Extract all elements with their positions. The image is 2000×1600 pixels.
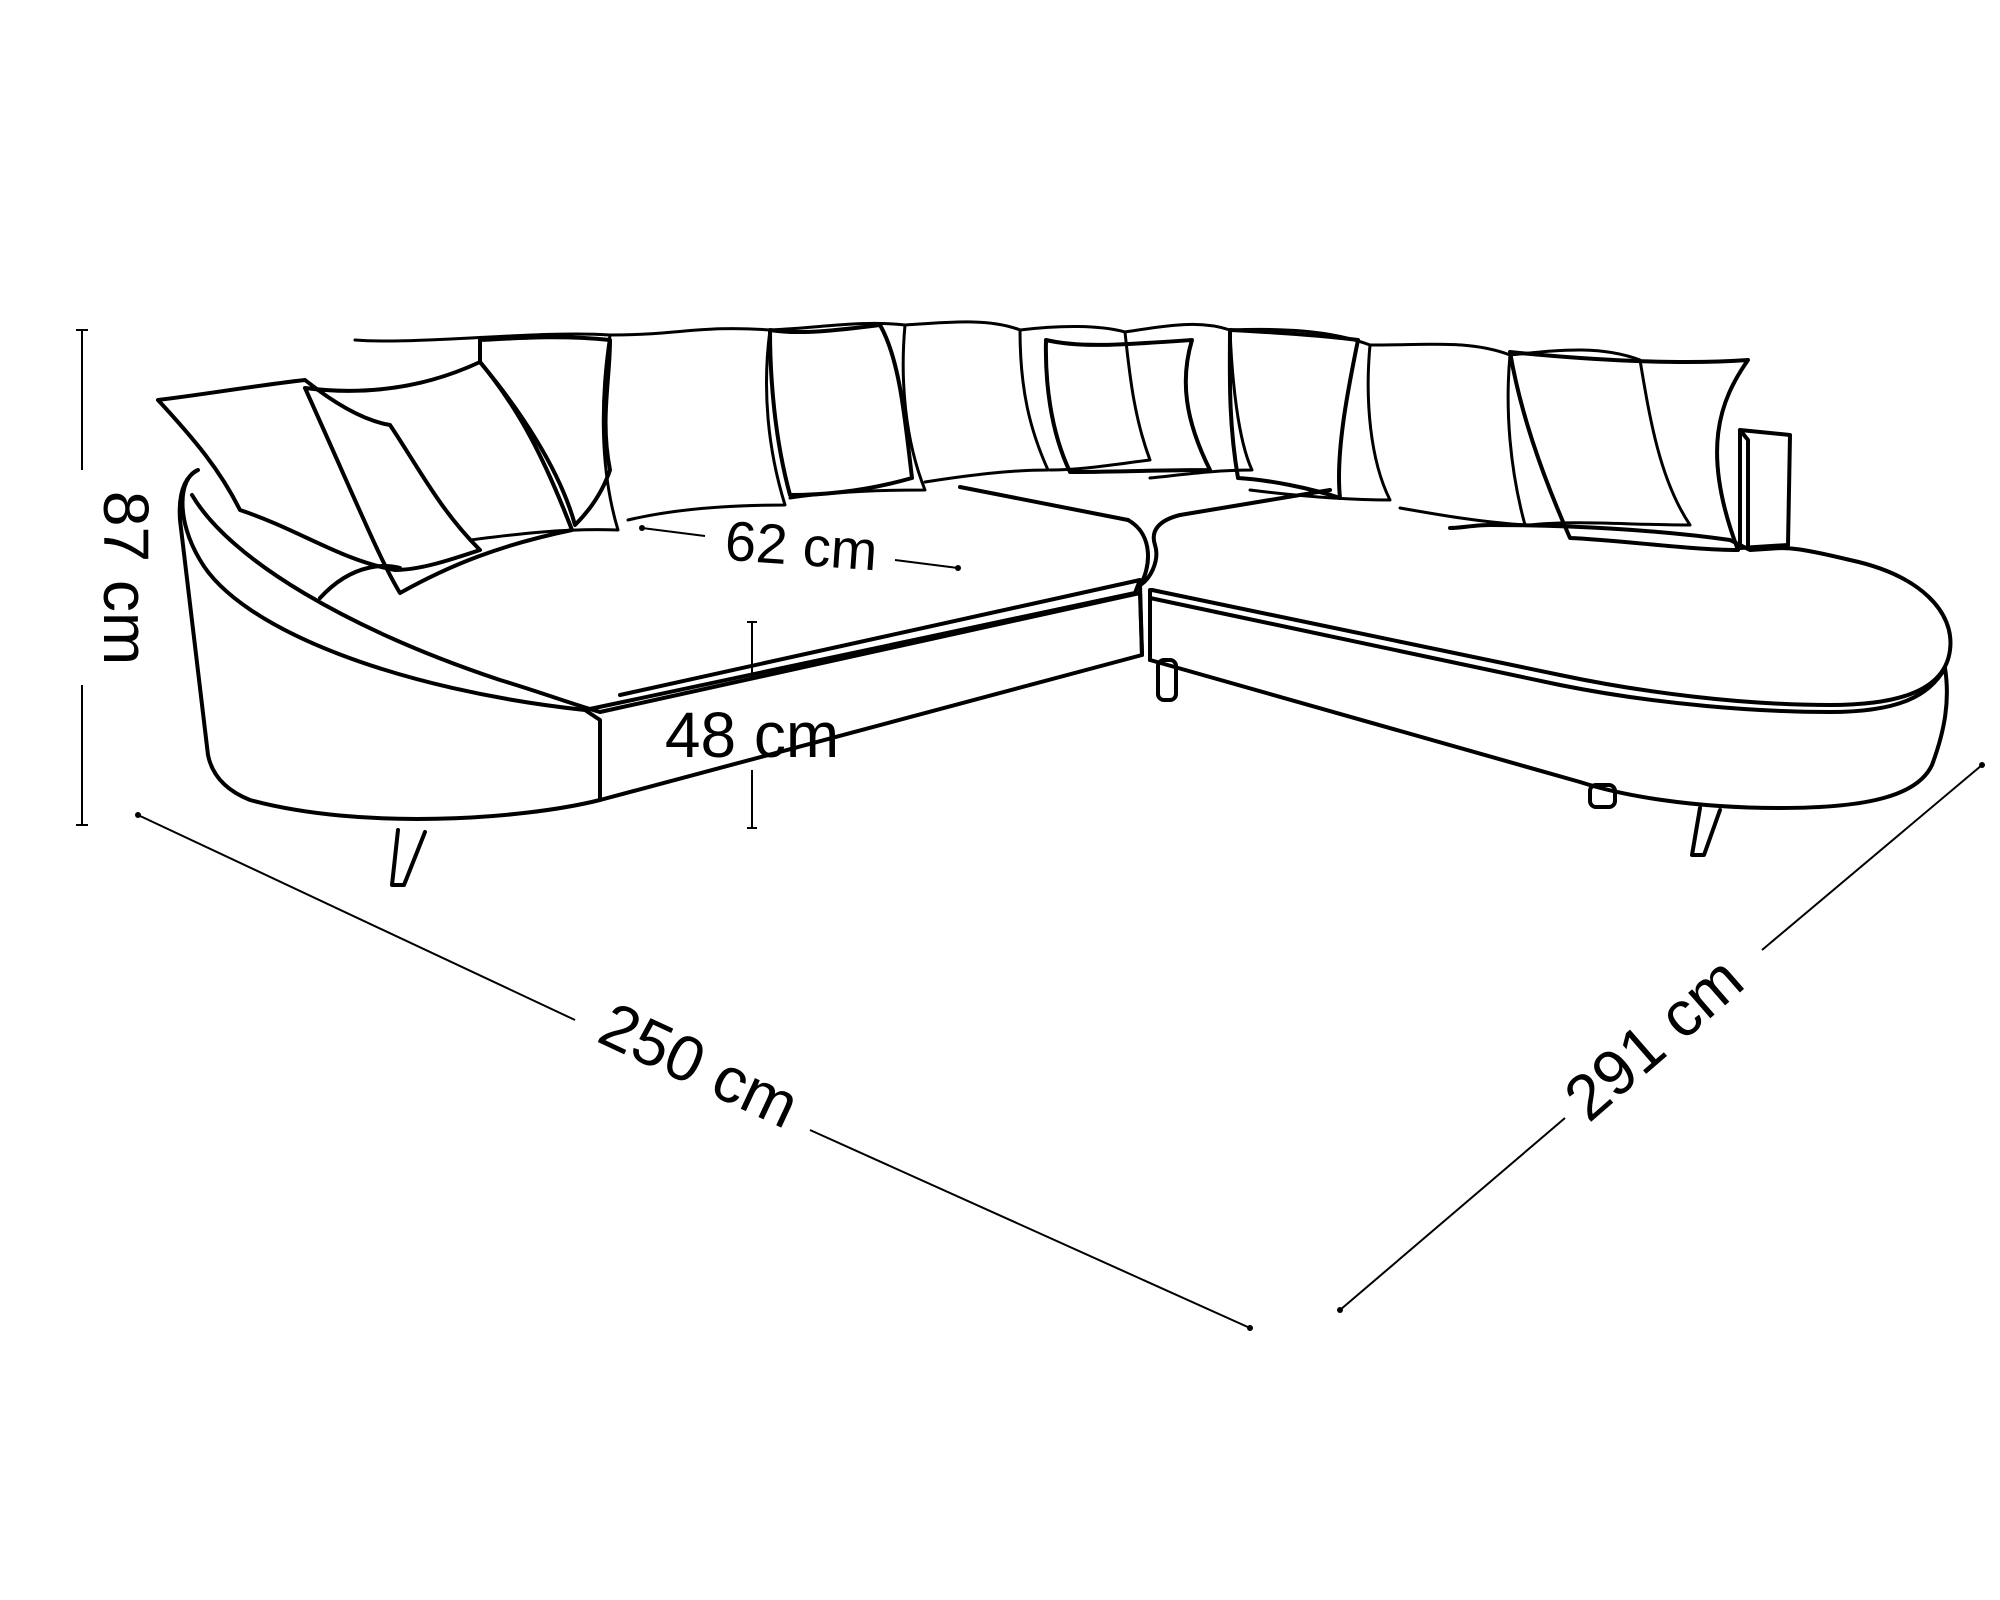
right-back-post [1738, 428, 1792, 550]
corner-front [1138, 583, 1152, 662]
seat-depth-line-b [894, 559, 959, 569]
corner-seam [1126, 513, 1182, 587]
right-length-dimension: 291 cm [1337, 762, 1985, 1313]
right-length-label: 291 cm [1551, 942, 1757, 1134]
left-seat [318, 563, 1142, 712]
seat-height-dimension: 48 cm [665, 621, 839, 829]
left-leg [390, 828, 427, 887]
right-length-line-a [1761, 764, 1983, 951]
back-cushion-4 [903, 320, 1050, 484]
throw-pillow-2 [303, 360, 574, 595]
height-label: 87 cm [90, 491, 162, 665]
throw-pillow-4 [768, 323, 914, 497]
seat-depth-end-b [955, 565, 961, 571]
throw-pillow-5 [1043, 338, 1212, 474]
left-length-end-b [1247, 1325, 1253, 1331]
height-dimension: 87 cm [76, 329, 162, 826]
left-back-seat-line [958, 485, 1332, 522]
right-leg [1690, 806, 1722, 857]
throw-pillow-7 [1508, 350, 1750, 552]
back-cushion-5 [1018, 324, 1152, 472]
right-length-line-b [1339, 1117, 1566, 1311]
seat-depth-dimension: 62 cm [639, 509, 961, 582]
back-cushion-8 [1368, 342, 1527, 527]
right-length-end-a [1979, 762, 1985, 768]
right-length-end-b [1337, 1307, 1343, 1313]
right-seat [1150, 523, 1953, 707]
corner-sofa [156, 320, 1953, 887]
seat-depth-end-a [639, 525, 645, 531]
right-leg-small [1588, 783, 1617, 809]
back-cushion-1 [353, 332, 620, 542]
left-arm-inner-edge [190, 493, 602, 714]
throw-pillow-6 [1227, 328, 1360, 500]
left-arm [177, 468, 602, 821]
right-seat-front [1148, 596, 1949, 810]
back-cushion-2 [608, 327, 787, 522]
left-length-end-a [135, 812, 141, 818]
left-length-dimension: 250 cm [135, 812, 1253, 1331]
back-cushion-7 [1228, 327, 1392, 502]
back-cushion-9 [1508, 348, 1692, 527]
throw-pillow-1 [156, 378, 482, 572]
middle-leg [1156, 658, 1178, 702]
seat-depth-line-a [641, 527, 706, 537]
throw-pillow-3 [478, 335, 612, 527]
left-length-label: 250 cm [589, 988, 810, 1142]
seat-depth-label: 62 cm [723, 509, 880, 582]
seat-height-label: 48 cm [665, 699, 839, 771]
left-length-line-b [809, 1129, 1251, 1329]
left-length-line-a [137, 814, 576, 1021]
back-cushion-6 [1123, 322, 1254, 480]
